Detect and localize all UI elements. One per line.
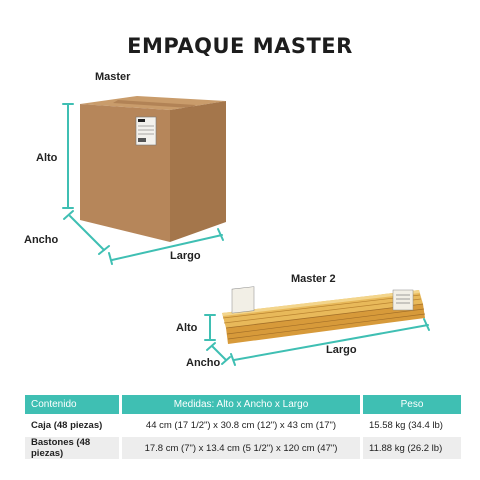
cell-peso: 11.88 kg (26.2 lb) [363,437,461,459]
master-largo-label: Largo [170,250,201,262]
cell-medidas: 44 cm (17 1/2") x 30.8 cm (12") x 43 cm … [145,420,337,431]
cell-contenido: Caja (48 piezas) [31,420,103,431]
master2-alto-label: Alto [176,322,198,334]
master2-largo-label: Largo [326,344,357,356]
page-title: EMPAQUE MASTER [127,34,353,58]
master-label: Master [95,71,131,83]
header-contenido: Contenido [25,395,119,414]
master-alto-label: Alto [36,152,58,164]
master2-ancho-label: Ancho [186,357,221,369]
cell-medidas: 17.8 cm (7") x 13.4 cm (5 1/2") x 120 cm… [122,437,360,459]
master2-dimension-lines [204,314,430,366]
table-row: Bastones (48 piezas) 17.8 cm (7") x 13.4… [25,437,461,459]
table-header-row: Contenido Medidas: Alto x Ancho x Largo … [25,395,461,414]
master-ancho-label: Ancho [24,234,59,246]
master-box-image [80,96,226,242]
table-row: Caja (48 piezas) 44 cm (17 1/2") x 30.8 … [25,417,461,434]
master2-label: Master 2 [291,273,336,285]
header-peso: Peso [363,395,461,414]
master2-sticks-image [222,286,426,344]
specs-table: Contenido Medidas: Alto x Ancho x Largo … [22,392,464,462]
header-medidas: Medidas: Alto x Ancho x Largo [122,395,360,414]
cell-contenido: Bastones (48 piezas) [25,437,119,459]
cell-peso: 15.58 kg (34.4 lb) [369,420,443,431]
master-dimension-lines [62,103,224,265]
